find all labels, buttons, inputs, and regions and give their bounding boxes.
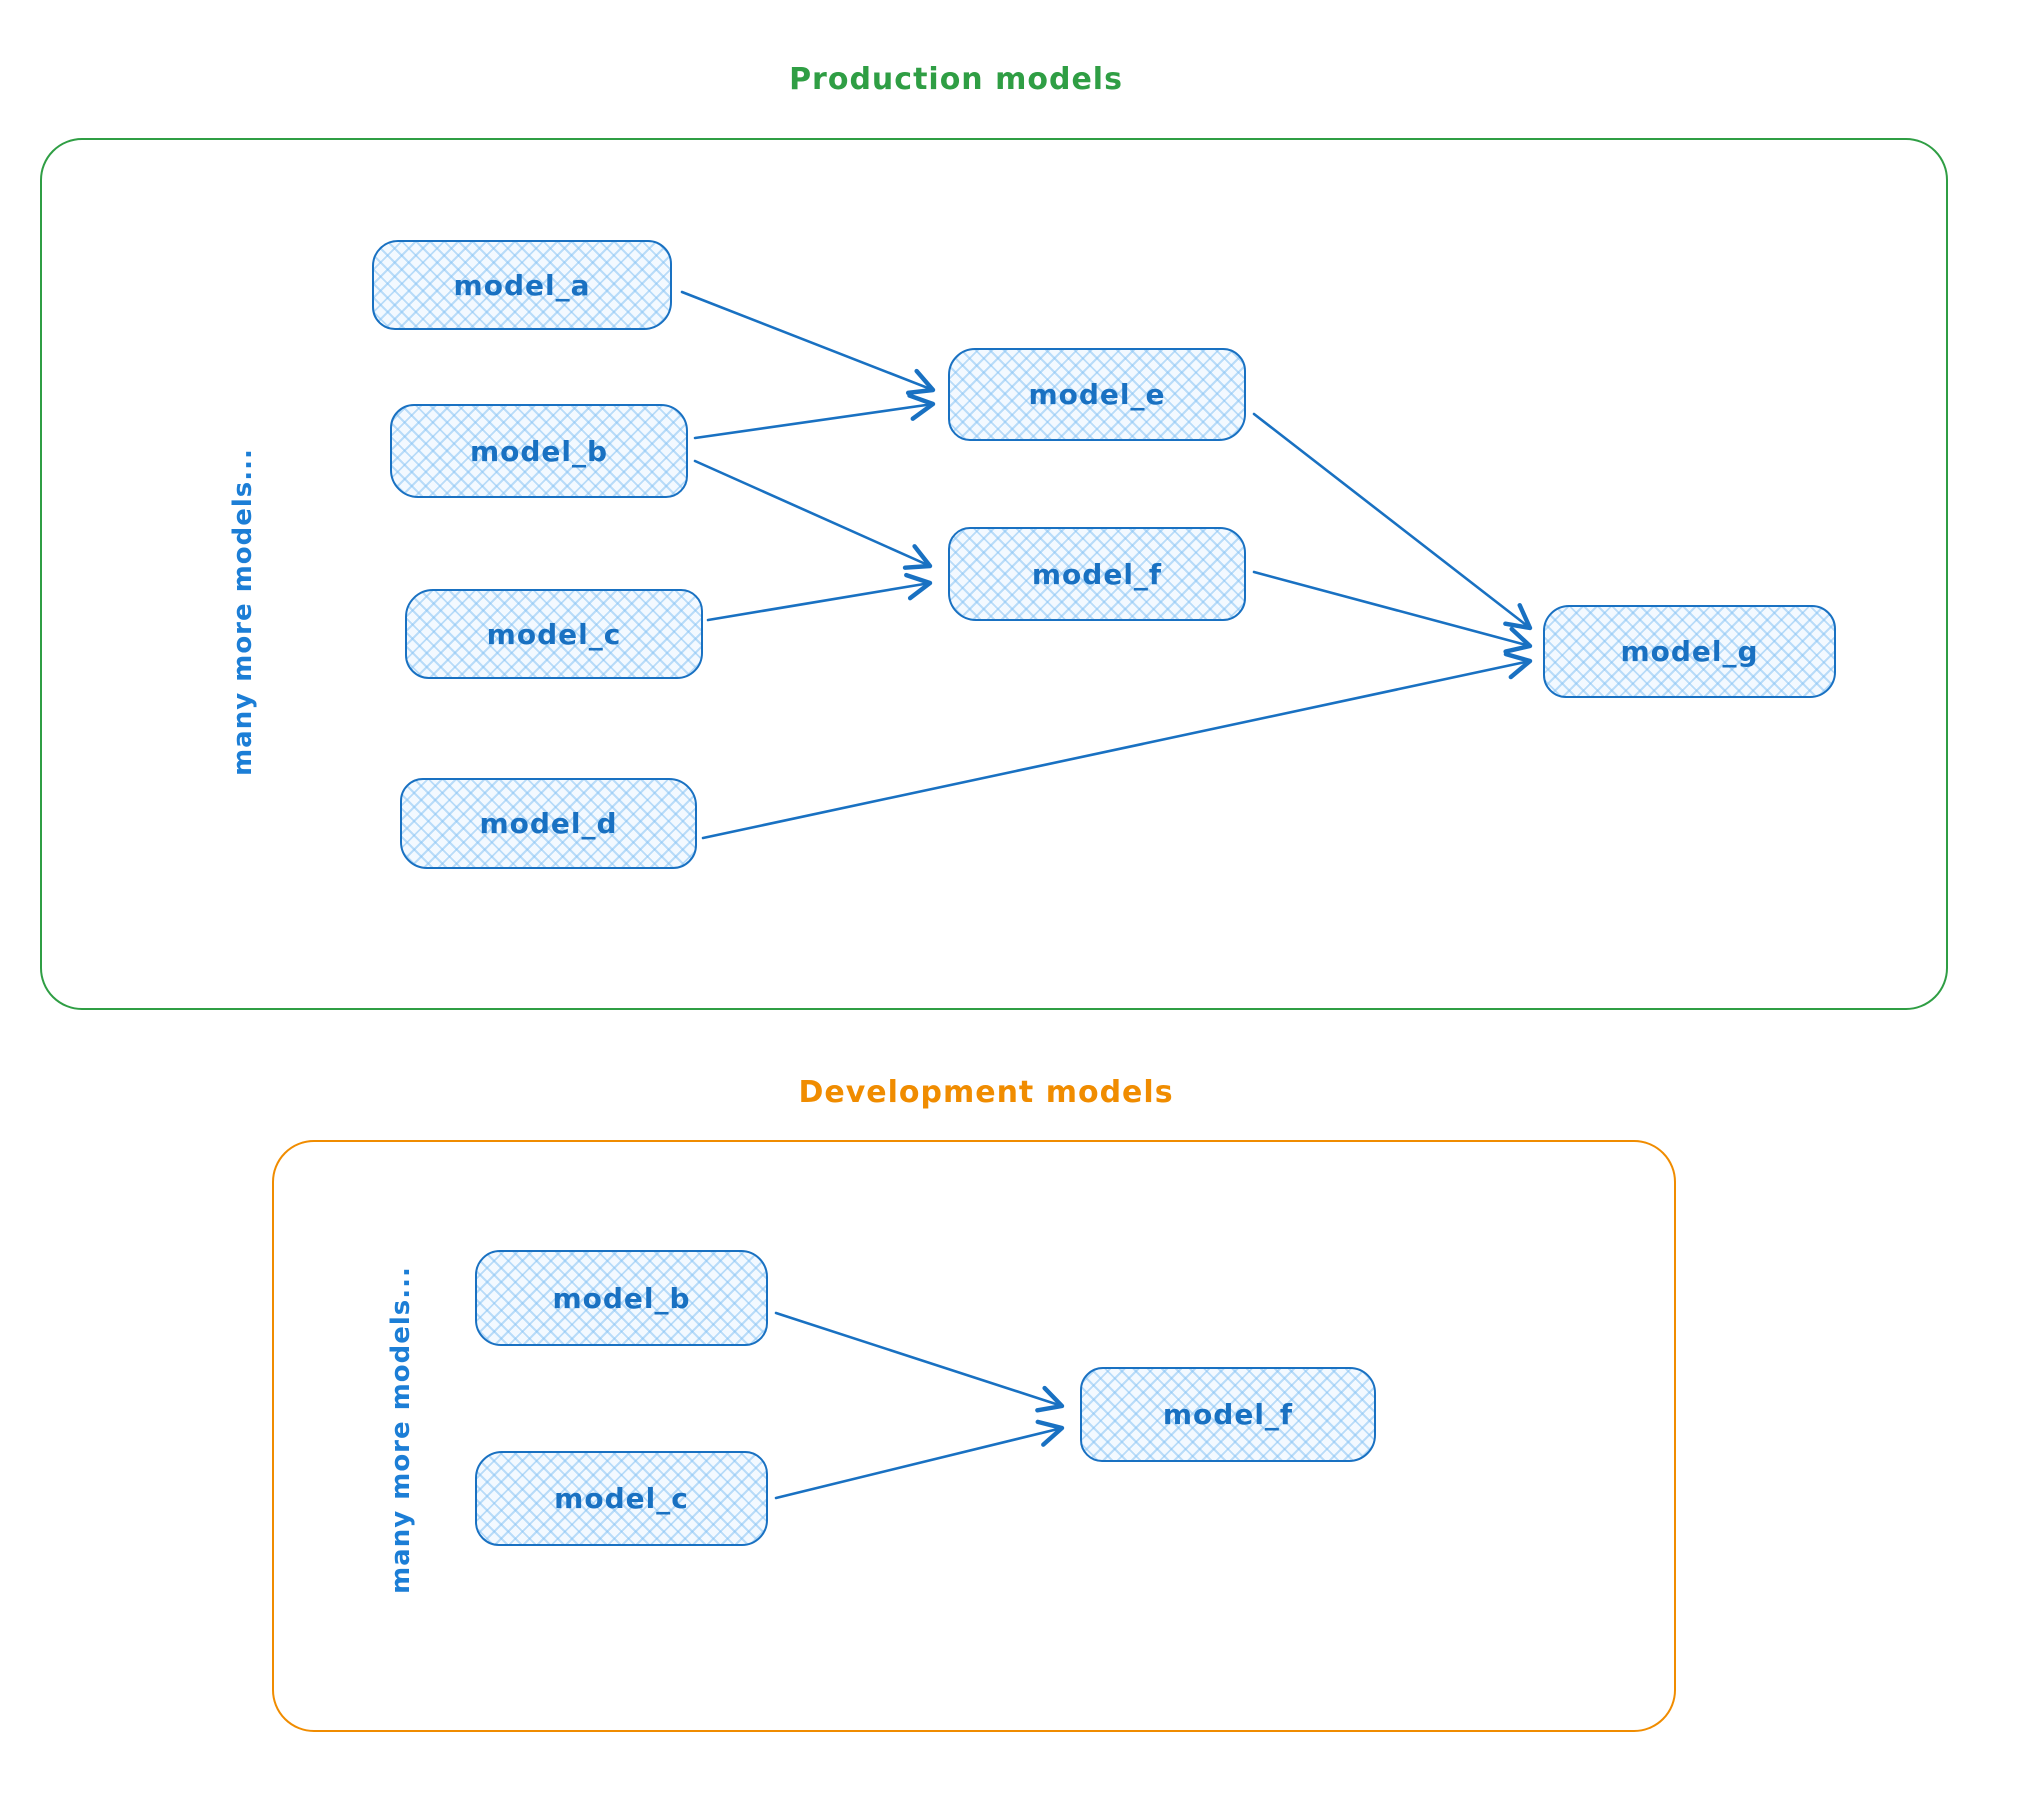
node-development-model-f: model_f bbox=[1080, 1367, 1376, 1462]
node-production-model-e: model_e bbox=[948, 348, 1246, 441]
production-side-label: many more models... bbox=[228, 448, 259, 776]
node-production-model-f: model_f bbox=[948, 527, 1246, 621]
production-container bbox=[40, 138, 1948, 1010]
development-container bbox=[272, 1140, 1676, 1732]
node-development-model-c: model_c bbox=[475, 1451, 768, 1546]
development-side-label-wrap: many more models... bbox=[381, 1266, 421, 1594]
development-side-label: many more models... bbox=[386, 1266, 417, 1594]
production-side-label-wrap: many more models... bbox=[223, 448, 263, 776]
node-production-model-a: model_a bbox=[372, 240, 672, 330]
node-development-model-b: model_b bbox=[475, 1250, 768, 1346]
node-production-model-d: model_d bbox=[400, 778, 697, 869]
development-section-title: Development models bbox=[798, 1075, 1174, 1110]
node-production-model-c: model_c bbox=[405, 589, 703, 679]
node-production-model-b: model_b bbox=[390, 404, 688, 498]
production-section-title: Production models bbox=[789, 62, 1123, 97]
node-production-model-g: model_g bbox=[1543, 605, 1836, 698]
